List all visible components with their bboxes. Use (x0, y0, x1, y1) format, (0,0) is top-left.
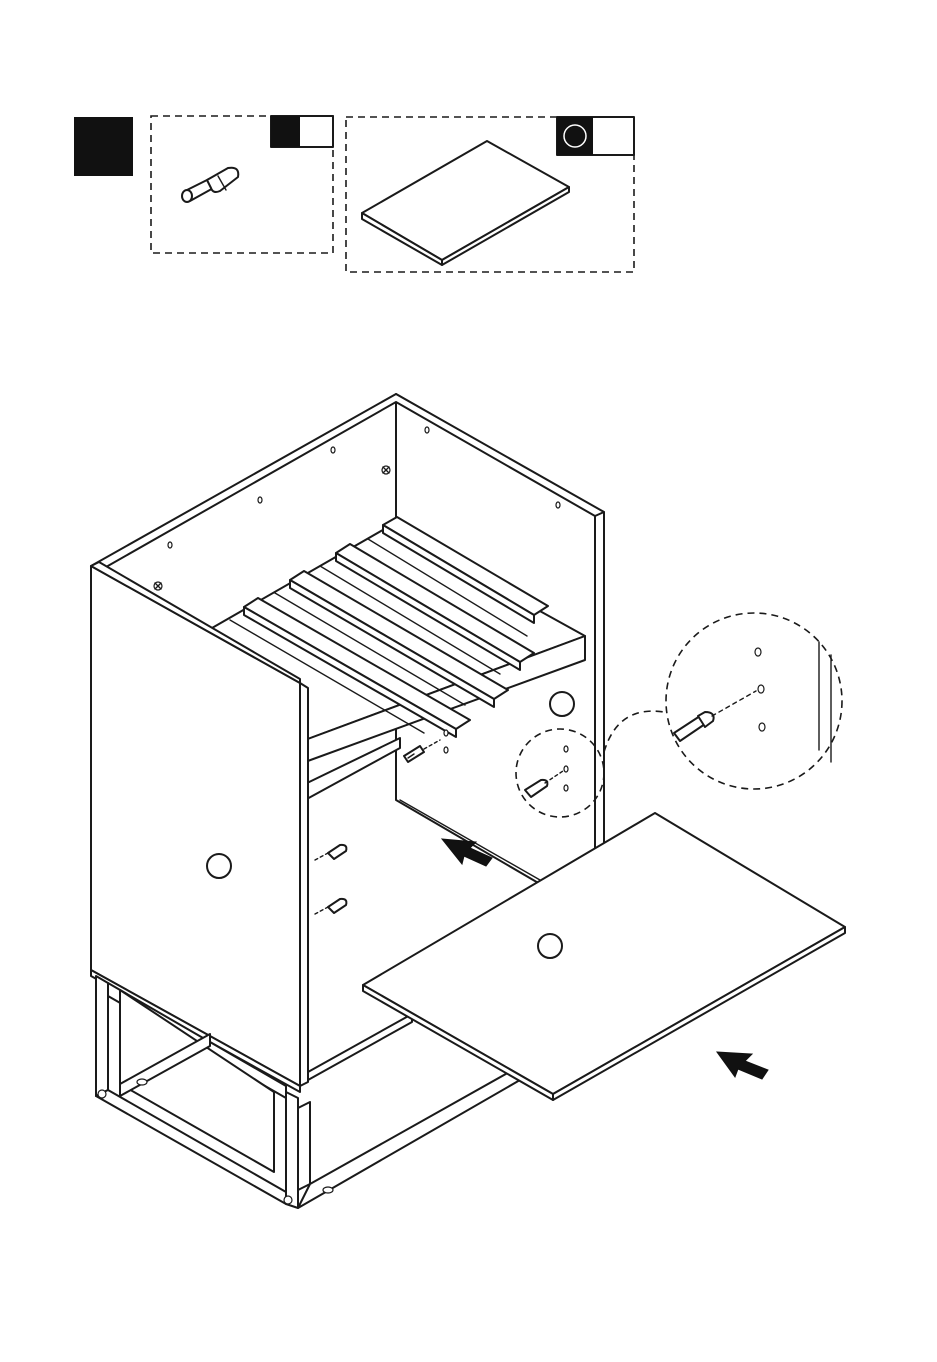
frame-bolt-icon (284, 1196, 292, 1204)
shelf-board-icon (362, 141, 569, 265)
part-code-swatch (557, 117, 593, 155)
step-number-box (74, 117, 133, 176)
frame-foot (137, 1079, 147, 1085)
left-panel-pins (315, 845, 346, 914)
cam-lock-icon (154, 582, 162, 590)
shelf-pin-magnified-detail (666, 613, 842, 789)
bottom-panel-inner (308, 1014, 412, 1080)
cabinet-assembly (91, 394, 845, 1208)
left-panel-front-edge (300, 683, 308, 1086)
parts-box-shelf-pin (151, 116, 333, 253)
shelf-pin-icon (315, 845, 346, 860)
shelf-pin-icon (182, 168, 238, 202)
frame-foot (323, 1187, 333, 1193)
part-code-swatch (271, 116, 300, 147)
step-badge (74, 117, 133, 176)
insert-arrow-icon (717, 1052, 768, 1079)
cam-lock-icon (382, 466, 390, 474)
frame-bolt-icon (98, 1090, 106, 1098)
callout-connector (604, 711, 664, 752)
shelf-pin-icon (315, 899, 346, 914)
part-label-circle (207, 854, 231, 878)
part-label-circle (550, 692, 574, 716)
parts-box-shelf-board (346, 117, 634, 272)
part-label-circle (538, 934, 562, 958)
shelf-board-insert (363, 813, 845, 1100)
